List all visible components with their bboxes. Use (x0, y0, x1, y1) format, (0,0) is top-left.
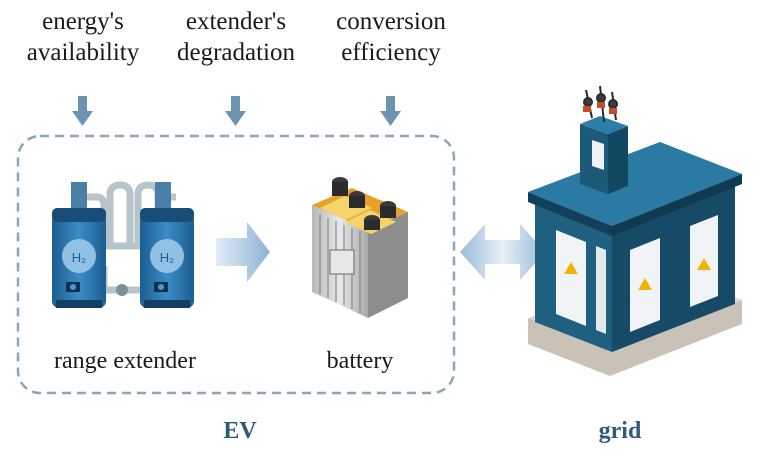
h2-label-right: H₂ (160, 250, 174, 265)
grid-label: grid (598, 418, 642, 444)
bidirectional-arrow-icon (460, 224, 545, 280)
factor-extender-degradation: extender's degradation (163, 6, 309, 68)
factor-2-line-1: extender's (185, 8, 287, 35)
range-extender-icon: H₂ H₂ (52, 181, 194, 308)
h2-label-left: H₂ (72, 250, 86, 265)
factor-2-line-2: degradation (176, 39, 295, 66)
battery-label: battery (326, 348, 394, 374)
ev-label: EV (223, 418, 257, 444)
substation-icon (528, 85, 742, 376)
ev-boundary (16, 134, 456, 395)
factor-1-line-1: energy's (42, 8, 124, 35)
factor-energy-availability: energy's availability (13, 6, 153, 68)
factor-3-line-1: conversion (336, 8, 446, 35)
factor-conversion-efficiency: conversion efficiency (318, 6, 464, 68)
factor-3-line-2: efficiency (341, 39, 441, 66)
down-arrow-1 (72, 96, 93, 126)
down-arrow-3 (380, 96, 401, 126)
range-extender-label: range extender (54, 348, 196, 374)
down-arrow-2 (225, 96, 246, 126)
battery-icon (312, 177, 408, 318)
factor-1-line-2: availability (26, 39, 140, 66)
arrow-right-icon (216, 222, 270, 282)
